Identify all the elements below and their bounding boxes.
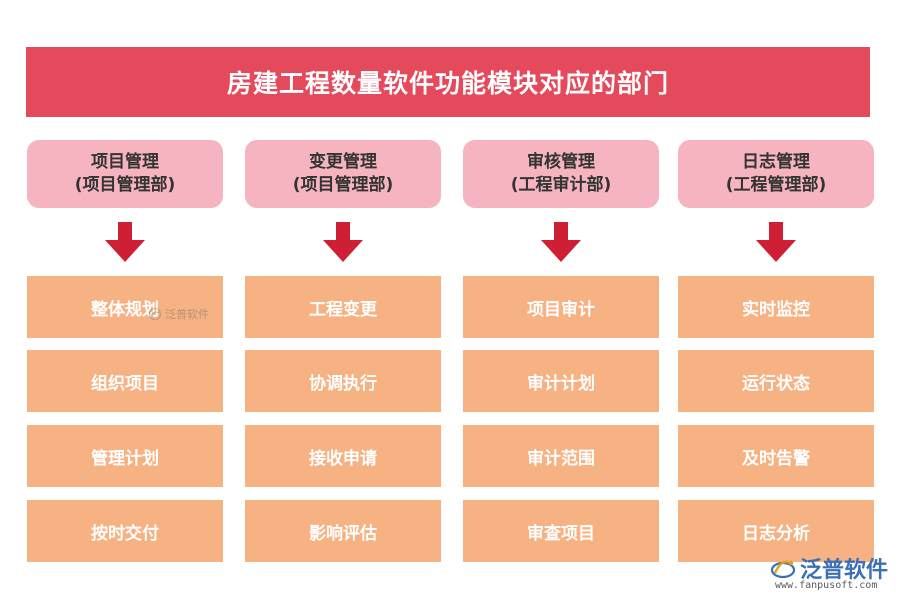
dept-name: 变更管理 bbox=[309, 152, 377, 172]
module-label: 整体规划 bbox=[91, 299, 159, 320]
dept-unit: (工程管理部) bbox=[725, 175, 827, 195]
dept-name: 审核管理 bbox=[527, 152, 595, 172]
dept-unit: (项目管理部) bbox=[74, 175, 176, 195]
module-box: 工程变更 bbox=[245, 276, 441, 338]
column-log-management: 日志管理 (工程管理部) 实时监控 运行状态 及时告警 日志分析 bbox=[678, 140, 874, 562]
module-label: 审计范围 bbox=[527, 448, 595, 469]
module-box: 按时交付 bbox=[27, 500, 223, 562]
module-label: 日志分析 bbox=[742, 523, 810, 544]
module-label: 运行状态 bbox=[742, 373, 810, 394]
module-box: 整体规划 bbox=[27, 276, 223, 338]
dept-unit: (项目管理部) bbox=[292, 175, 394, 195]
column-audit-management: 审核管理 (工程审计部) 项目审计 审计计划 审计范围 审查项目 bbox=[463, 140, 659, 562]
module-label: 组织项目 bbox=[91, 373, 159, 394]
module-label: 审计计划 bbox=[527, 373, 595, 394]
down-arrow-icon bbox=[323, 222, 363, 262]
module-label: 实时监控 bbox=[742, 299, 810, 320]
module-label: 影响评估 bbox=[309, 523, 377, 544]
module-label: 管理计划 bbox=[91, 448, 159, 469]
diagram-title: 房建工程数量软件功能模块对应的部门 bbox=[226, 69, 669, 98]
module-label: 及时告警 bbox=[742, 448, 810, 469]
brand-logo-icon bbox=[148, 307, 162, 321]
brand-logo: 泛普软件 bbox=[770, 552, 888, 584]
down-arrow-icon bbox=[105, 222, 145, 262]
module-label: 项目审计 bbox=[527, 299, 595, 320]
module-label: 协调执行 bbox=[309, 373, 377, 394]
brand-logo-icon bbox=[770, 560, 796, 579]
module-box: 项目审计 bbox=[463, 276, 659, 338]
dept-name: 项目管理 bbox=[91, 152, 159, 172]
diagram-title-banner: 房建工程数量软件功能模块对应的部门 bbox=[26, 47, 870, 117]
module-box: 管理计划 bbox=[27, 425, 223, 487]
module-box: 实时监控 bbox=[678, 276, 874, 338]
down-arrow-icon bbox=[541, 222, 581, 262]
brand-name: 泛普软件 bbox=[800, 558, 889, 583]
module-label: 接收申请 bbox=[309, 448, 377, 469]
brand-url: www.fanpusoft.com bbox=[775, 580, 878, 591]
column-change-management: 变更管理 (项目管理部) 工程变更 协调执行 接收申请 影响评估 bbox=[245, 140, 441, 562]
watermark: 泛普软件 bbox=[148, 306, 209, 322]
module-box: 审计范围 bbox=[463, 425, 659, 487]
dept-box: 日志管理 (工程管理部) bbox=[678, 140, 874, 208]
module-box: 协调执行 bbox=[245, 350, 441, 412]
module-box: 影响评估 bbox=[245, 500, 441, 562]
module-box: 接收申请 bbox=[245, 425, 441, 487]
dept-unit: (工程审计部) bbox=[510, 175, 612, 195]
watermark-text: 泛普软件 bbox=[165, 308, 209, 321]
module-box: 审查项目 bbox=[463, 500, 659, 562]
dept-box: 审核管理 (工程审计部) bbox=[463, 140, 659, 208]
module-box: 及时告警 bbox=[678, 425, 874, 487]
module-box: 运行状态 bbox=[678, 350, 874, 412]
module-box: 审计计划 bbox=[463, 350, 659, 412]
module-label: 工程变更 bbox=[309, 299, 377, 320]
module-box: 组织项目 bbox=[27, 350, 223, 412]
dept-box: 变更管理 (项目管理部) bbox=[245, 140, 441, 208]
module-box: 日志分析 bbox=[678, 500, 874, 562]
module-label: 审查项目 bbox=[527, 523, 595, 544]
down-arrow-icon bbox=[756, 222, 796, 262]
column-project-management: 项目管理 (项目管理部) 整体规划 组织项目 管理计划 按时交付 bbox=[27, 140, 223, 562]
module-label: 按时交付 bbox=[91, 523, 159, 544]
dept-name: 日志管理 bbox=[742, 152, 810, 172]
dept-box: 项目管理 (项目管理部) bbox=[27, 140, 223, 208]
